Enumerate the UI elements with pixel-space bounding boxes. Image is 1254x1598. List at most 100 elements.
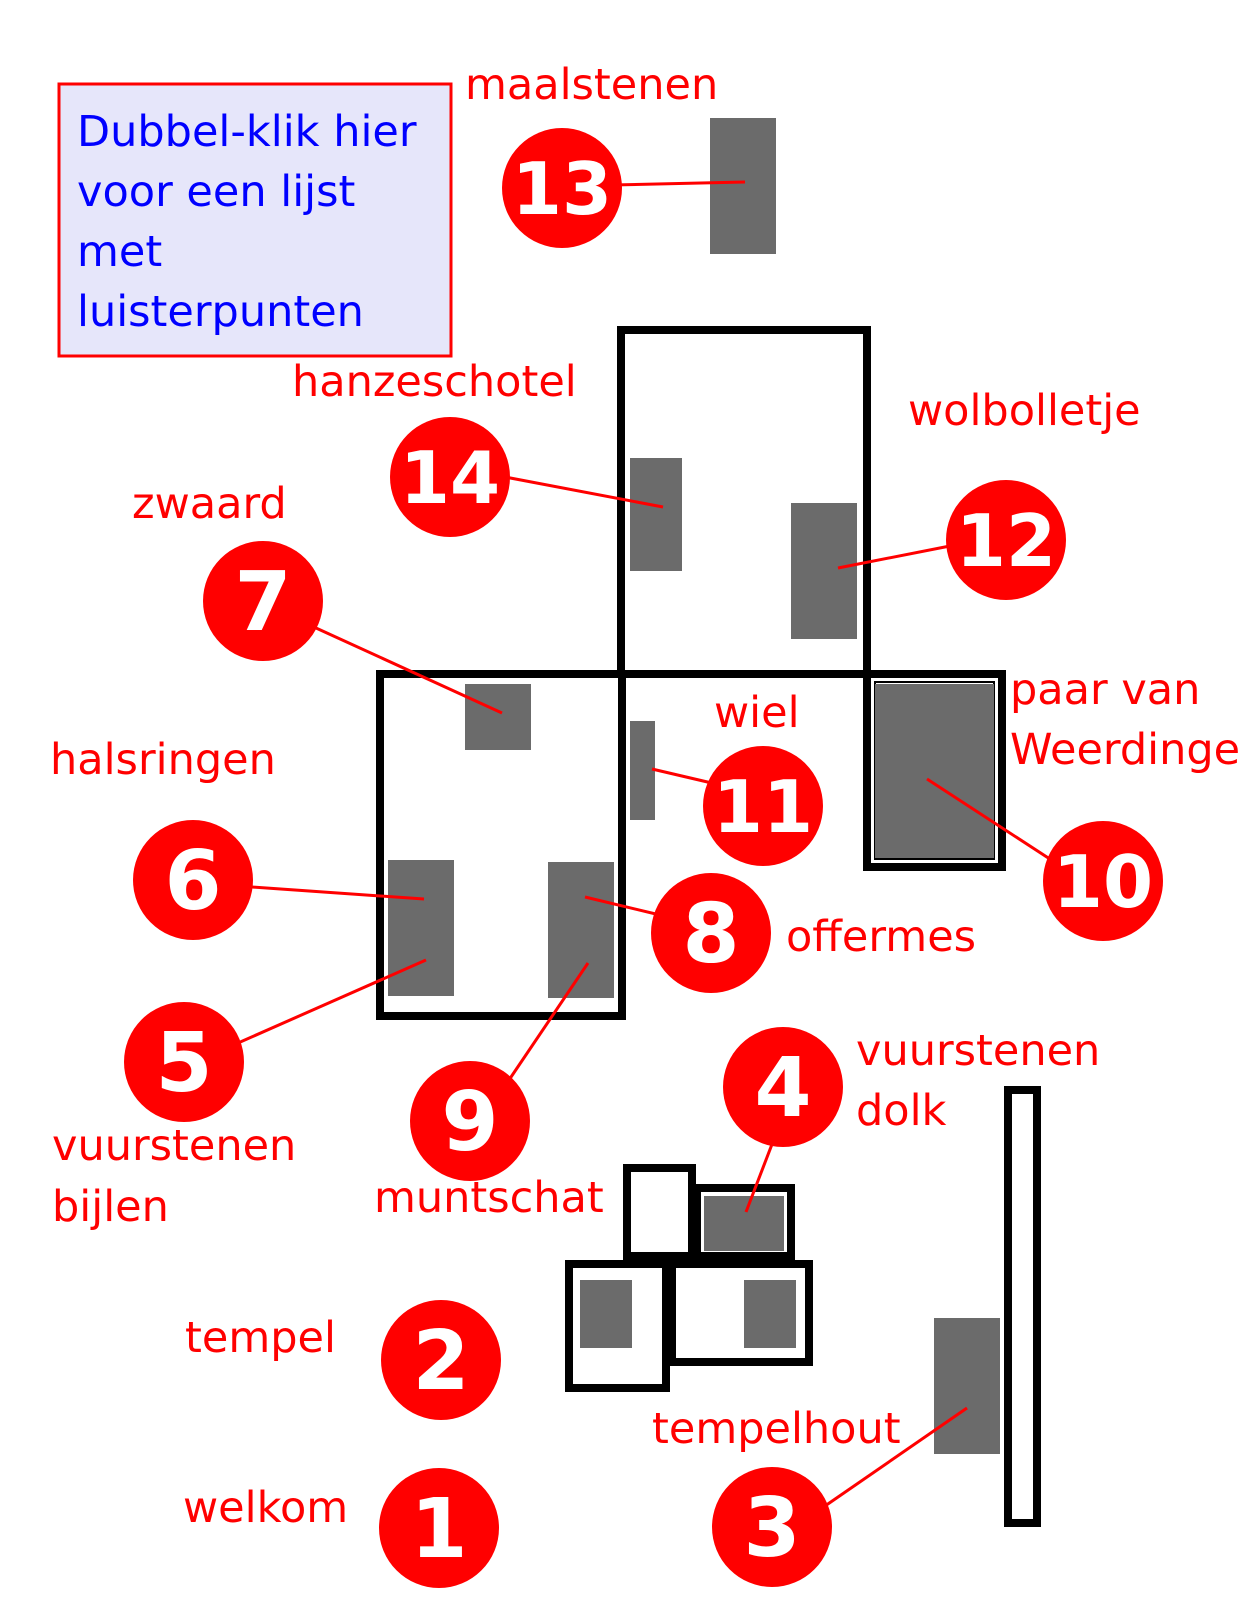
label-9: muntschat xyxy=(374,1173,604,1223)
exhibit-6-5 xyxy=(388,860,454,996)
marker-number-12: 12 xyxy=(956,499,1056,583)
leader-line-3 xyxy=(824,1406,968,1508)
marker-4[interactable] xyxy=(723,1027,843,1147)
exhibit-14 xyxy=(630,458,682,571)
poi-11[interactable]: 11 wiel xyxy=(703,688,823,866)
label-14: hanzeschotel xyxy=(292,357,577,407)
label-2: tempel xyxy=(185,1313,336,1363)
label-4-line-2: dolk xyxy=(856,1086,947,1136)
leader-line-6 xyxy=(251,885,425,901)
poi-2[interactable]: 2 tempel xyxy=(185,1300,501,1420)
building-outlines xyxy=(376,326,1041,1527)
marker-13[interactable] xyxy=(502,128,622,248)
marker-number-11: 11 xyxy=(713,765,813,849)
exhibit-7 xyxy=(465,684,531,750)
marker-number-8: 8 xyxy=(682,887,739,982)
exhibit-10 xyxy=(875,684,994,858)
help-text-line-3: met xyxy=(77,227,162,277)
poi-12[interactable]: 12 wolbolletje xyxy=(908,386,1141,600)
poi-10[interactable]: 10 paar van Weerdinge xyxy=(1010,665,1240,941)
building-east-room xyxy=(863,670,1006,871)
label-13: maalstenen xyxy=(465,60,718,110)
help-text-line-1: Dubbel-klik hier xyxy=(77,107,417,157)
poi-9[interactable]: 9 muntschat xyxy=(374,1061,604,1223)
leader-line-7 xyxy=(315,626,503,715)
poi-4[interactable]: 4 vuurstenen dolk xyxy=(723,1026,1100,1147)
leader-lines xyxy=(237,180,1057,1508)
leader-line-10 xyxy=(926,777,1057,865)
marker-5[interactable] xyxy=(124,1002,244,1122)
building-small-d xyxy=(668,1260,813,1366)
marker-1[interactable] xyxy=(379,1468,499,1588)
marker-number-13: 13 xyxy=(512,147,612,231)
label-5-line-1: vuurstenen xyxy=(52,1121,296,1171)
label-3: tempelhout xyxy=(652,1404,901,1454)
leader-line-12 xyxy=(837,543,956,570)
marker-number-4: 4 xyxy=(754,1041,811,1136)
label-7: zwaard xyxy=(132,479,287,529)
marker-number-6: 6 xyxy=(164,834,221,929)
exhibit-12 xyxy=(791,503,857,639)
leader-line-8 xyxy=(584,895,661,917)
help-text-line-2: voor een lijst xyxy=(77,167,355,217)
help-box[interactable]: Dubbel-klik hier voor een lijst met luis… xyxy=(57,82,453,358)
label-5-line-2: bijlen xyxy=(52,1182,169,1232)
poi-3[interactable]: 3 tempelhout xyxy=(652,1404,901,1587)
exhibit-3 xyxy=(934,1318,1000,1454)
marker-number-5: 5 xyxy=(155,1016,212,1111)
exhibit-4 xyxy=(704,1196,784,1251)
label-6: halsringen xyxy=(50,735,276,785)
marker-number-1: 1 xyxy=(410,1482,467,1577)
exhibits xyxy=(388,118,1000,1454)
exhibit-11 xyxy=(630,721,655,820)
marker-14[interactable] xyxy=(390,417,510,537)
marker-10[interactable] xyxy=(1043,821,1163,941)
exhibit-8-9 xyxy=(548,862,614,998)
marker-number-9: 9 xyxy=(441,1075,498,1170)
marker-number-10: 10 xyxy=(1053,840,1153,924)
marker-number-3: 3 xyxy=(743,1481,800,1576)
help-box-frame[interactable] xyxy=(57,82,453,358)
leader-line-14 xyxy=(504,475,664,509)
leader-line-11 xyxy=(651,767,717,786)
leader-line-9 xyxy=(507,962,590,1081)
poi-7[interactable]: 7 zwaard xyxy=(132,479,323,661)
marker-9[interactable] xyxy=(410,1061,530,1181)
building-small-b xyxy=(693,1184,795,1260)
label-8: offermes xyxy=(786,912,976,962)
marker-number-14: 14 xyxy=(400,436,500,520)
poi-13[interactable]: 13 maalstenen xyxy=(465,60,718,248)
building-small-a xyxy=(623,1164,696,1260)
marker-6[interactable] xyxy=(133,820,253,940)
marker-8[interactable] xyxy=(651,873,771,993)
exhibit-room-d xyxy=(744,1280,796,1348)
poi-6[interactable]: 6 halsringen xyxy=(50,735,276,940)
poi-1[interactable]: 1 welkom xyxy=(183,1468,499,1588)
building-north-hall xyxy=(617,326,871,678)
marker-11[interactable] xyxy=(703,746,823,866)
label-12: wolbolletje xyxy=(908,386,1141,436)
leader-line-5 xyxy=(237,958,427,1045)
exhibit-room-c xyxy=(580,1280,632,1348)
poi-5[interactable]: 5 vuurstenen bijlen xyxy=(52,1002,296,1232)
marker-number-7: 7 xyxy=(234,555,291,650)
marker-7[interactable] xyxy=(203,541,323,661)
building-long-wall xyxy=(1004,1086,1041,1527)
building-small-c xyxy=(565,1260,670,1392)
label-4-line-1: vuurstenen xyxy=(856,1026,1100,1076)
marker-3[interactable] xyxy=(712,1467,832,1587)
help-text-line-4: luisterpunten xyxy=(77,287,364,337)
label-11: wiel xyxy=(714,688,800,738)
marker-12[interactable] xyxy=(946,480,1066,600)
marker-number-2: 2 xyxy=(412,1314,469,1409)
label-10-line-1: paar van xyxy=(1010,665,1200,715)
marker-2[interactable] xyxy=(381,1300,501,1420)
label-10-line-2: Weerdinge xyxy=(1010,725,1240,775)
poi-14[interactable]: 14 hanzeschotel xyxy=(292,357,577,537)
exhibit-13 xyxy=(710,118,776,254)
building-west-hall xyxy=(376,670,626,1020)
label-1: welkom xyxy=(183,1483,348,1533)
leader-line-13 xyxy=(611,180,746,187)
poi-8[interactable]: 8 offermes xyxy=(651,873,976,993)
